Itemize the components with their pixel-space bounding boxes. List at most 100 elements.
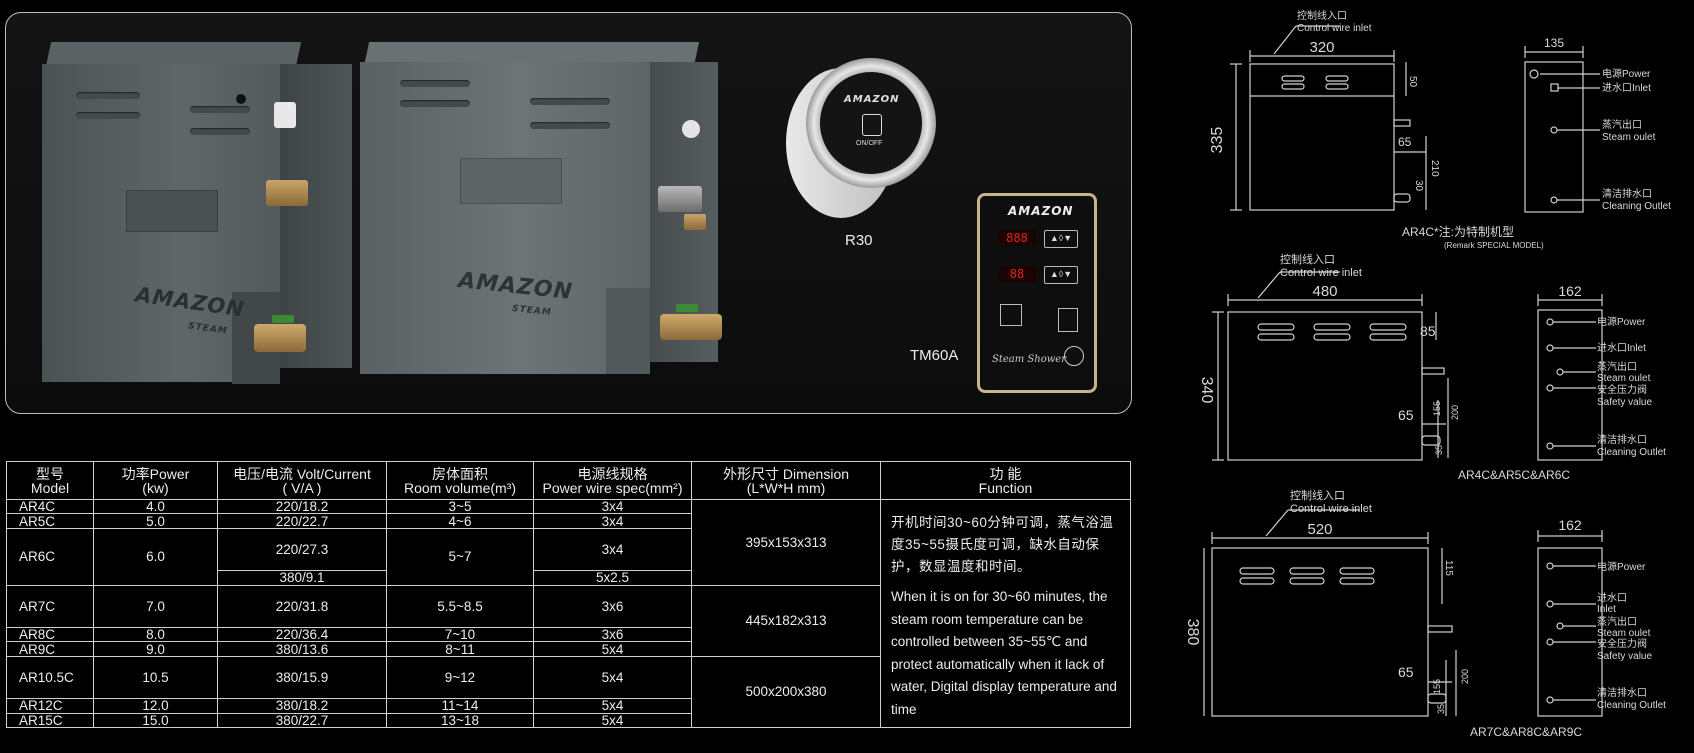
cell-function: 开机时间30~60分钟可调，蒸气浴温度35~55摄氏度可调，缺水自动保护，数显温…: [880, 499, 1131, 728]
d3-label-inlet-cn: 进水口: [1597, 592, 1627, 604]
d3-label-power: 电源Power: [1597, 560, 1646, 573]
table-row: AR10.5C 10.5 380/15.9 9~12 5x4 500x200x3…: [6, 655, 1131, 729]
d2-caption: AR4C&AR5C&AR6C: [1458, 468, 1570, 482]
cell-wire: 5x4: [533, 698, 692, 714]
table-row: AR9C 9.0 380/13.6 8~11 5x4: [6, 641, 1131, 657]
d3-label-safety-en: Safety value: [1597, 651, 1652, 662]
d3-label-clean-en: Cleaning Outlet: [1597, 700, 1666, 711]
temperature-display: 888: [998, 230, 1036, 246]
d2-dim-65: 65: [1398, 407, 1414, 423]
header-volt: 电压/电流 Volt/Current( V/A ): [217, 461, 387, 500]
cell-wire: 5x2.5: [533, 570, 692, 586]
d1-dim-210: 210: [1429, 160, 1440, 177]
mode-button: [1058, 308, 1078, 332]
d2-width: 480: [1312, 283, 1337, 300]
cell-wire: 3x6: [533, 626, 692, 643]
tm60a-label: TM60A: [910, 347, 959, 364]
table-row: AR5C 5.0 220/22.7 4~6 3x4: [6, 513, 1131, 529]
up-down-button-2: ▲◊▼: [1044, 266, 1078, 284]
cell-volt: 380/15.9: [217, 655, 387, 700]
tm60a-brand-logo: AMAZON: [1008, 204, 1074, 218]
d3-label-clean-cn: 清洁排水口: [1597, 686, 1647, 699]
d1-label-power: 电源Power: [1602, 67, 1651, 80]
cell-volt: 380/18.2: [217, 698, 387, 714]
cell-room: 11~14: [386, 698, 534, 714]
cell-volt: 220/27.3: [217, 527, 387, 572]
header-dimension: 外形尺寸 Dimension(L*W*H mm): [691, 461, 881, 500]
cell-volt: 220/31.8: [217, 584, 387, 629]
header-power: 功率Power(kw): [93, 461, 218, 500]
d1-dim-50: 50: [1407, 76, 1418, 88]
cell-model: AR12C: [6, 698, 94, 714]
cell-model: AR7C: [6, 584, 94, 629]
cell-model: AR6C: [6, 527, 94, 586]
cell-power: 10.5: [93, 655, 218, 700]
up-down-button-1: ▲◊▼: [1044, 230, 1078, 248]
table-row: AR15C 15.0 380/22.7 13~18 5x4: [6, 712, 1131, 729]
cell-dimension-3: 500x200x380: [691, 655, 881, 729]
d1-label-steam-en: Steam oulet: [1602, 132, 1656, 143]
d3-side: 162: [1558, 517, 1582, 533]
cell-wire: 3x4: [533, 498, 692, 515]
cell-room: 5.5~8.5: [386, 584, 534, 629]
cell-power: 5.0: [93, 513, 218, 529]
cell-volt: 380/9.1: [217, 570, 387, 586]
d2-label-steam-en: Steam oulet: [1597, 373, 1651, 384]
d2-label-safety-cn: 安全压力阀: [1597, 383, 1647, 396]
table-row: AR4C 4.0 220/18.2 3~5 3x4 395x153x313 开机…: [6, 498, 1131, 728]
cell-power: 4.0: [93, 498, 218, 515]
d1-inlet-en: Control wire inlet: [1297, 23, 1372, 34]
r30-onoff-label: ON/OFF: [856, 140, 883, 147]
d3-dim-115: 115: [1443, 560, 1454, 576]
cell-volt: 220/22.7: [217, 513, 387, 529]
time-display: 88: [998, 266, 1036, 282]
power-icon: [862, 114, 882, 136]
steam-icon: [1000, 304, 1022, 326]
d2-inlet-en: Control wire inlet: [1280, 267, 1362, 279]
d2-dim-85: 85: [1420, 323, 1436, 339]
cell-model: AR8C: [6, 626, 94, 643]
d3-dim-35: 35: [1436, 704, 1446, 714]
d1-side: 135: [1544, 36, 1564, 50]
d2-dim-200: 200: [1450, 405, 1460, 420]
cell-dimension-1: 395x153x313: [691, 499, 881, 586]
round-badge-icon: [1064, 346, 1084, 366]
d3-dim-155: 155: [1432, 679, 1442, 694]
d3-caption: AR7C&AR8C&AR9C: [1470, 725, 1582, 739]
cell-volt: 220/18.2: [217, 498, 387, 515]
cell-volt: 220/36.4: [217, 626, 387, 643]
cell-room: 7~10: [386, 626, 534, 643]
cell-wire: 5x4: [533, 655, 692, 700]
d1-label-inlet: 进水口Inlet: [1602, 82, 1651, 94]
cell-power: 6.0: [93, 527, 218, 586]
cell-room: 3~5: [386, 498, 534, 515]
cell-room: 5~7: [386, 527, 534, 586]
d1-width: 320: [1309, 39, 1334, 56]
d1-dim-30: 30: [1413, 180, 1424, 192]
cell-volt: 380/22.7: [217, 712, 387, 729]
d1-caption2: (Remark SPECIAL MODEL): [1444, 241, 1544, 250]
d2-inlet-cn: 控制线入口: [1280, 252, 1335, 266]
d2-height: 340: [1198, 377, 1215, 404]
d2-label-safety-en: Safety value: [1597, 397, 1652, 408]
cell-wire: 3x6: [533, 584, 692, 629]
d2-dim-155: 155: [1432, 401, 1442, 416]
d3-label-inlet-en: Inlet: [1597, 604, 1616, 615]
cell-model: AR15C: [6, 712, 94, 729]
d2-label-steam-cn: 蒸汽出口: [1597, 360, 1637, 373]
d3-width: 520: [1307, 521, 1332, 538]
cell-power: 7.0: [93, 584, 218, 629]
r30-label: R30: [845, 232, 873, 249]
cell-room: 13~18: [386, 712, 534, 729]
d2-dim-35: 35: [1434, 445, 1444, 455]
table-row: AR7C 7.0 220/31.8 5.5~8.5 3x6 445x182x31…: [6, 584, 1131, 657]
table-row: 380/9.1 5x2.5: [7, 570, 1131, 586]
d2-label-inlet: 进水口Inlet: [1597, 342, 1646, 354]
cell-model: AR4C: [6, 498, 94, 515]
cell-room: 9~12: [386, 655, 534, 700]
cell-wire: 5x4: [533, 641, 692, 657]
